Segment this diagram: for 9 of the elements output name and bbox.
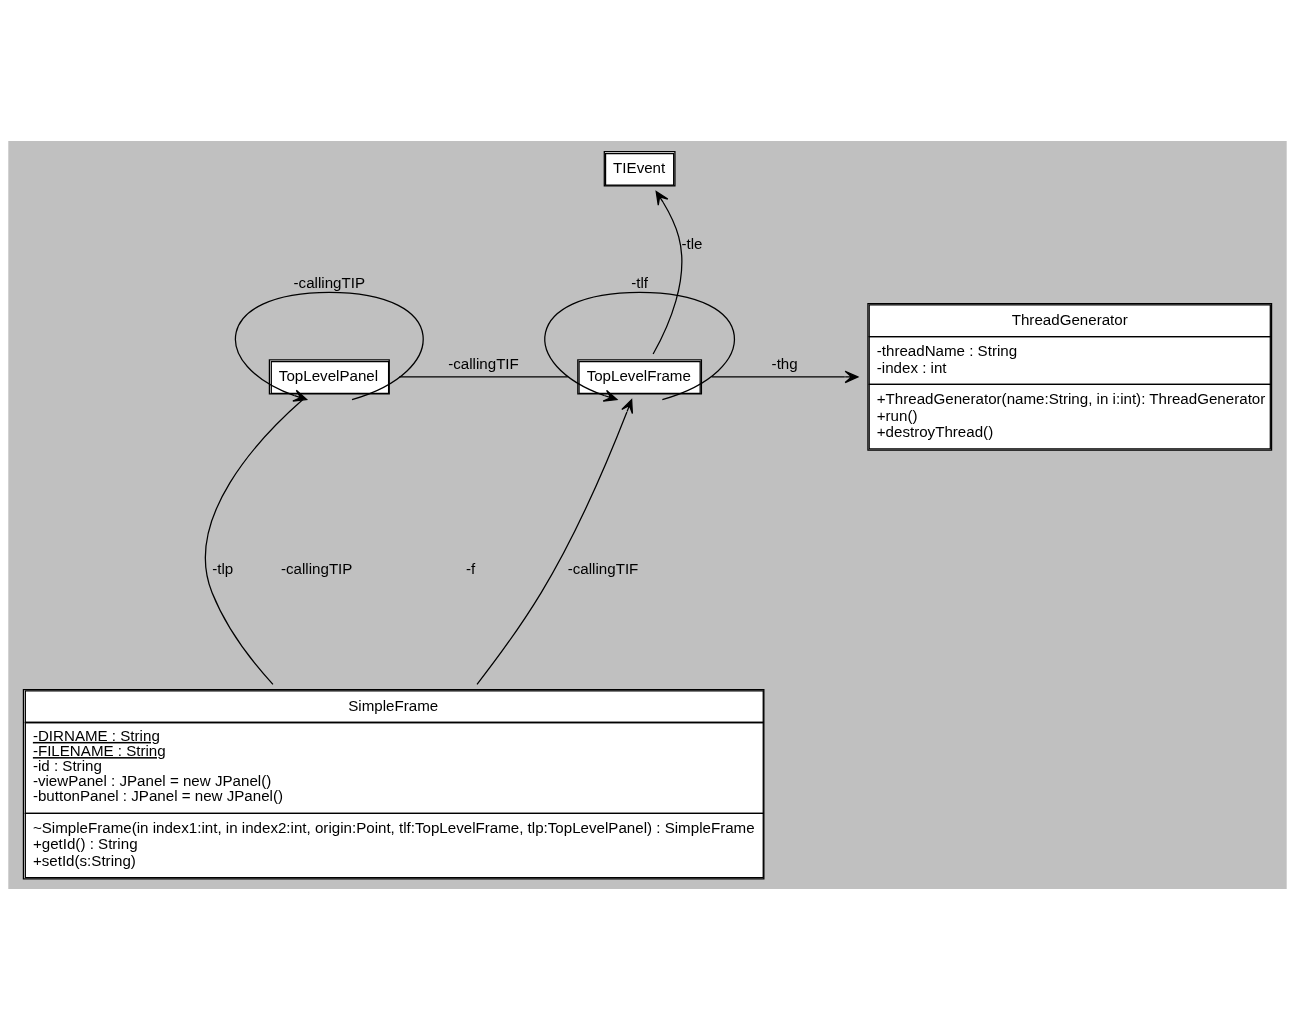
edge-label: -callingTIF — [448, 354, 519, 372]
label: -f — [465, 559, 476, 577]
label: -callingTIP — [280, 559, 353, 577]
edge-label: -callingTIP — [293, 274, 366, 292]
edge-label: -tlp — [212, 559, 234, 577]
edge-label: -tlf — [631, 274, 649, 292]
edge-label: -callingTIF — [567, 559, 639, 577]
edge-label: -tle — [681, 234, 703, 252]
edge-label: -thg — [771, 354, 798, 372]
